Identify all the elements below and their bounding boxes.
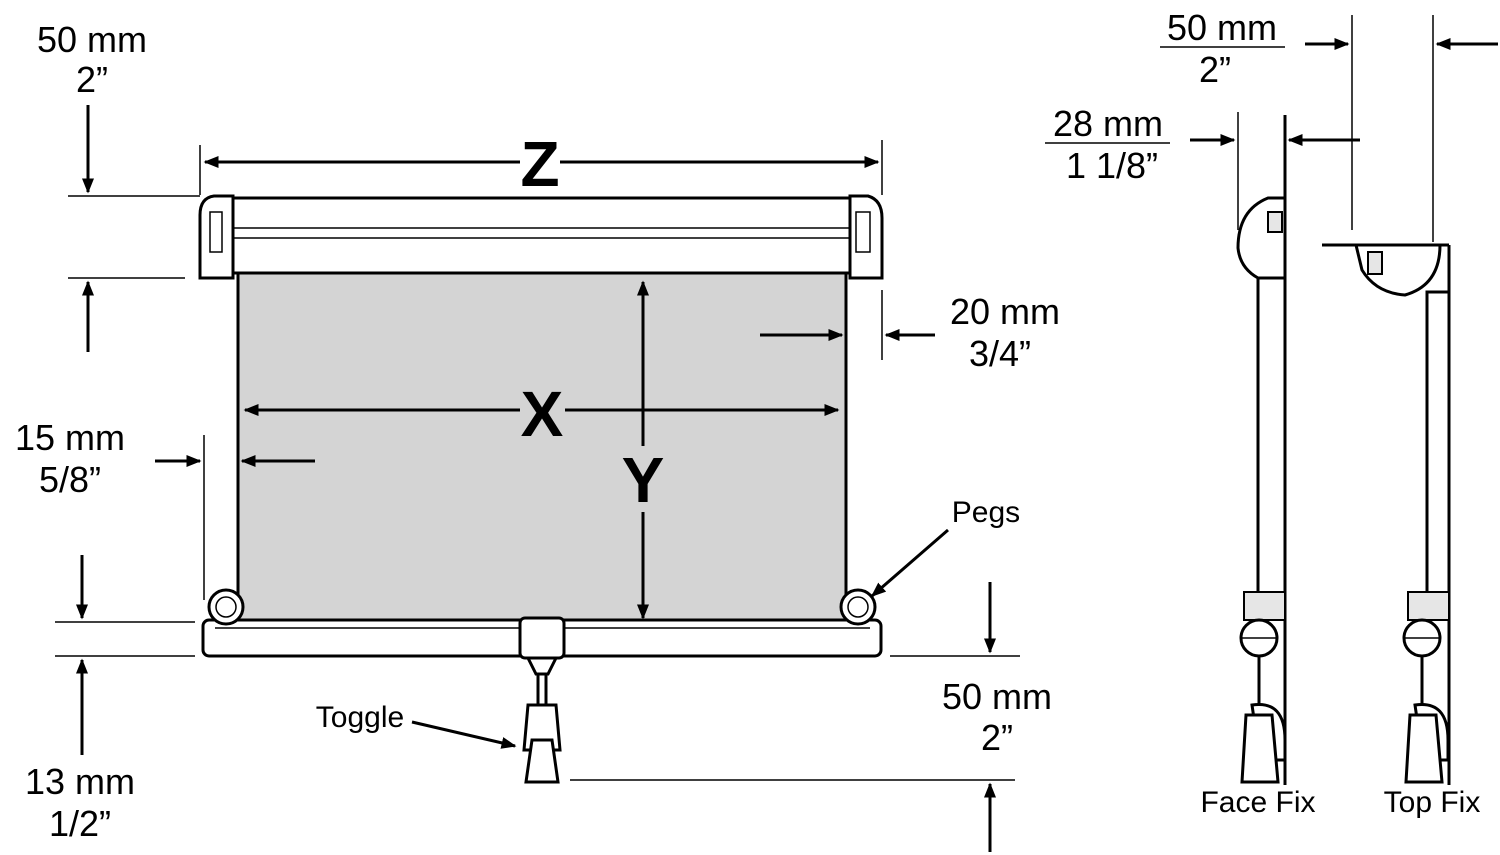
left-peg	[207, 588, 245, 626]
right-gap-mm: 20 mm	[950, 291, 1060, 332]
face-fix-side-view: Face Fix	[1200, 115, 1316, 819]
right-gap-in: 3/4”	[969, 333, 1031, 374]
side-top-mm: 50 mm	[1167, 7, 1277, 48]
drop-y-label: Y	[622, 444, 665, 516]
bottom-right-in: 2”	[981, 717, 1013, 758]
right-peg	[839, 588, 877, 626]
bottom-right-mm: 50 mm	[942, 676, 1052, 717]
width-z-label: Z	[520, 128, 559, 200]
left-end-cap	[198, 194, 235, 280]
top-fix-side-view: Top Fix	[1322, 243, 1481, 819]
bottom-left-in: 1/2”	[49, 803, 111, 844]
toggle-pull	[518, 616, 566, 784]
right-end-cap	[848, 194, 884, 280]
left-gap-in: 5/8”	[39, 459, 101, 500]
toggle-label: Toggle	[316, 701, 404, 734]
left-gap-mm: 15 mm	[15, 417, 125, 458]
bottom-left-mm: 13 mm	[25, 761, 135, 802]
side-views: 50 mm 2” 28 mm 1 1/8” Face Fix	[1045, 7, 1498, 819]
blind-fabric	[236, 271, 848, 627]
pegs-label: Pegs	[952, 496, 1020, 529]
side-depth-in: 1 1/8”	[1066, 145, 1158, 186]
side-depth-mm: 28 mm	[1053, 103, 1163, 144]
face-fix-label: Face Fix	[1200, 786, 1315, 819]
top-height-in: 2”	[76, 59, 108, 100]
side-top-in: 2”	[1199, 49, 1231, 90]
top-fix-label: Top Fix	[1384, 786, 1481, 819]
headrail	[198, 194, 884, 280]
front-view: Z X Y 50 mm 2” 20 mm 3/4” 15 mm 5/8” Peg…	[15, 19, 1060, 852]
top-height-mm: 50 mm	[37, 19, 147, 60]
width-x-label: X	[521, 378, 564, 450]
